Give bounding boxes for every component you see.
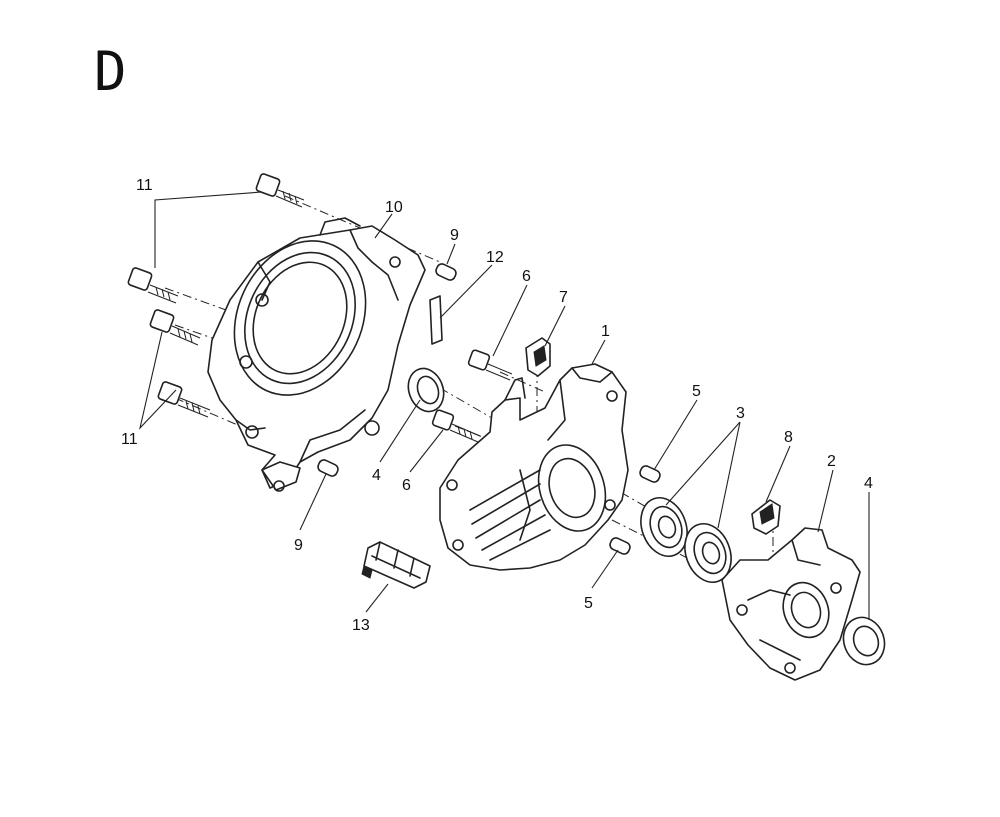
screw-11-upper-left: [127, 267, 179, 304]
callout-6-upper: 6: [522, 268, 531, 285]
screw-6-upper: [467, 349, 513, 381]
callout-12: 12: [486, 249, 504, 266]
callout-7: 7: [559, 289, 568, 306]
part-8-clip: [751, 499, 781, 535]
callout-6-lower: 6: [402, 477, 411, 494]
part-3-bearing-left: [640, 497, 688, 557]
part-4-seal-left: [407, 367, 445, 413]
screw-11-middle-left: [149, 309, 201, 346]
screw-11-top: [255, 173, 305, 208]
callout-11-top: 11: [136, 177, 153, 194]
part-11-screws: [127, 173, 305, 418]
callout-1: 1: [601, 323, 610, 340]
screw-6-lower: [431, 409, 481, 443]
callout-4-left: 4: [372, 467, 381, 484]
callout-11-bottom: 11: [121, 431, 138, 448]
callout-4-right: 4: [864, 475, 873, 492]
part-10-fan-housing: [207, 217, 426, 492]
part-1-crankcase: [439, 363, 629, 571]
part-6-screws: [431, 349, 513, 443]
callout-2: 2: [827, 453, 836, 470]
part-5-dowel-pins: [609, 465, 661, 555]
callout-5-lower: 5: [584, 595, 593, 612]
part-12-gasket: [429, 295, 443, 345]
part-9-dowel-pins: [317, 263, 457, 477]
part-3-bearing-right: [684, 523, 732, 583]
callout-5-upper: 5: [692, 383, 701, 400]
part-4-seal-right: [842, 616, 886, 666]
callout-labels: 11 11 10 9 9 12 6 6 7 1 4 4 5 5 3 8 2 13: [121, 177, 873, 634]
part-2-crankcase: [721, 527, 861, 681]
callout-9-top: 9: [450, 227, 459, 244]
part-7-clip: [525, 337, 551, 377]
callout-9-bottom: 9: [294, 537, 303, 554]
section-letter: D: [94, 40, 127, 103]
callout-3: 3: [736, 405, 745, 422]
callout-10: 10: [385, 199, 403, 216]
part-13-block: [361, 541, 431, 589]
screw-11-lower-left: [157, 381, 211, 418]
callout-13: 13: [352, 617, 370, 634]
leader-lines: [139, 191, 870, 620]
callout-8: 8: [784, 429, 793, 446]
